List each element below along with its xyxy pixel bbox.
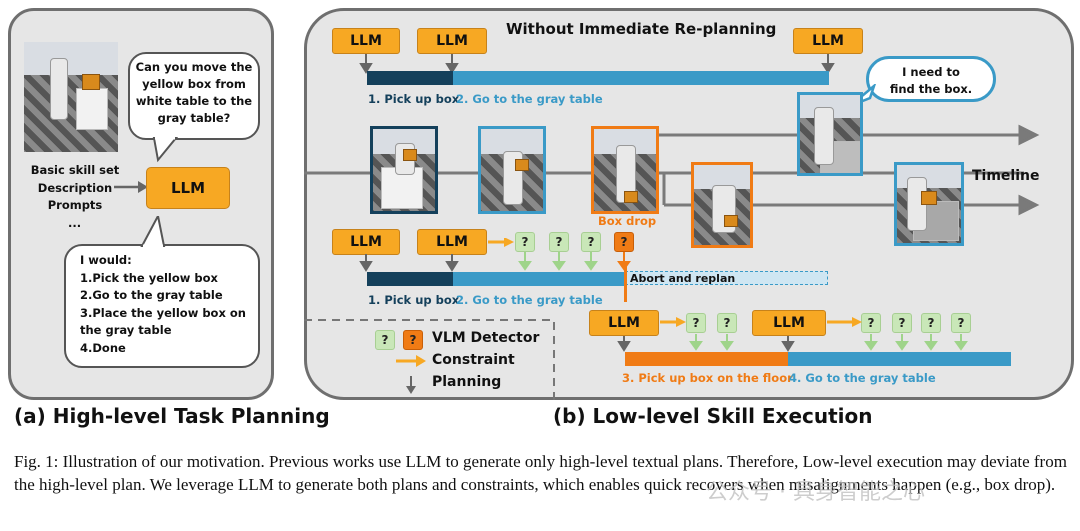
vlm-check-r2-2: ? — [549, 232, 569, 252]
legend-vlm-label: VLM Detector — [432, 330, 540, 346]
row3-label-1: 3. Pick up box on the floor — [622, 371, 793, 385]
legend-orange-arrow — [396, 355, 426, 367]
vlm-check-r3-1: ? — [686, 313, 706, 333]
frame-carry-box — [478, 126, 546, 214]
frame-box-drop — [591, 126, 659, 214]
legend-constraint-label: Constraint — [432, 352, 515, 368]
row1-bar-pickup — [367, 71, 453, 85]
input-arrow — [114, 181, 148, 193]
vlm-check-r3-6: ? — [951, 313, 971, 333]
row1-down-arrows — [359, 54, 835, 74]
vlm-check-r2-3: ? — [581, 232, 601, 252]
row2-bar-pickup — [367, 272, 453, 286]
row3-arrows — [617, 317, 968, 352]
robot-scene-image-a — [24, 42, 118, 152]
thought-bubble: I need to find the box. — [866, 56, 996, 102]
frame-pick-floor — [691, 162, 753, 248]
timeline-label: Timeline — [972, 168, 1040, 184]
question-bubble-tail — [152, 136, 179, 163]
llm-box-r3-1: LLM — [589, 310, 659, 336]
plan-bubble-tail — [140, 216, 166, 248]
llm-box-r1-2: LLM — [417, 28, 487, 54]
plan-bubble: I would: 1.Pick the yellow box 2.Go to t… — [64, 244, 260, 368]
box-drop-label: Box drop — [598, 214, 657, 228]
llm-box-r1-3: LLM — [793, 28, 863, 54]
vlm-check-r3-4: ? — [892, 313, 912, 333]
row1-label-2: 2. Go to the gray table — [456, 92, 603, 106]
frame-search-box — [797, 92, 863, 176]
row1-label-1: 1. Pick up box — [368, 92, 460, 106]
llm-box-r2-1: LLM — [332, 229, 400, 255]
row1-bar-goto — [453, 71, 829, 85]
row3-bar-goto — [788, 352, 1011, 366]
legend-q-orange: ? — [403, 330, 423, 350]
row2-label-1: 1. Pick up box — [368, 293, 460, 307]
vlm-check-r3-3: ? — [861, 313, 881, 333]
legend-frame — [304, 319, 555, 402]
row3-bar-pickfloor — [625, 352, 788, 366]
legend-gray-arrow — [406, 376, 416, 394]
frame-pick-box — [370, 126, 438, 214]
row2-bar-goto — [453, 272, 625, 286]
panel-a-title: (a) High-level Task Planning — [14, 404, 330, 428]
panel-b-title: (b) Low-level Skill Execution — [553, 404, 873, 428]
row3-label-2: 4. Go to the gray table — [789, 371, 936, 385]
llm-box-r1-1: LLM — [332, 28, 400, 54]
row2-label-2: 2. Go to the gray table — [456, 293, 603, 307]
vlm-check-r3-5: ? — [921, 313, 941, 333]
vlm-check-r3-2: ? — [717, 313, 737, 333]
figure-caption: Fig. 1: Illustration of our motivation. … — [14, 452, 1067, 494]
input-list: Basic skill set Description Prompts ... — [30, 163, 120, 230]
abort-label: Abort and replan — [630, 272, 736, 285]
watermark: 公众号 · 具身智能之心 — [706, 480, 925, 505]
frame-place-gray — [894, 162, 964, 246]
vlm-check-r2-fail: ? — [614, 232, 634, 252]
vlm-check-r2-1: ? — [515, 232, 535, 252]
llm-box-a: LLM — [146, 167, 230, 209]
legend-planning-label: Planning — [432, 374, 502, 390]
abort-divider — [624, 262, 627, 302]
top-heading: Without Immediate Re-planning — [506, 20, 777, 38]
legend-q-green: ? — [375, 330, 395, 350]
llm-box-r3-2: LLM — [752, 310, 826, 336]
question-bubble: Can you move the yellow box from white t… — [128, 52, 260, 140]
llm-box-r2-2: LLM — [417, 229, 487, 255]
